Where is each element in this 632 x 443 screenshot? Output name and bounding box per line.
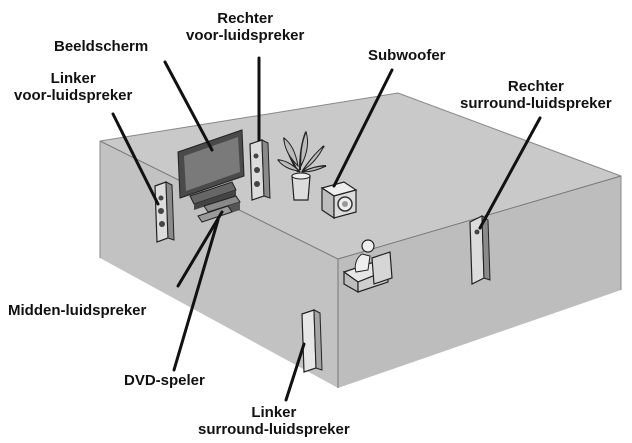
listener-armchair-icon <box>342 239 393 294</box>
label-rechter-voor-line1: Rechter <box>217 10 274 27</box>
leader-lines <box>111 56 542 402</box>
leader-dvd <box>172 218 220 372</box>
leader-linker-voor <box>111 112 160 206</box>
label-linker-surround-line1: Linker <box>251 404 297 421</box>
leader-linker-surround <box>284 342 306 402</box>
label-beeldscherm: Beeldscherm <box>54 38 148 55</box>
label-dvd-speler: DVD-speler <box>124 372 205 389</box>
label-linker-voor-luidspreker: Linker voor-luidspreker <box>14 70 132 104</box>
label-beeldscherm-text: Beeldscherm <box>54 38 149 55</box>
label-linker-surround-luidspreker: Linker surround-luidspreker <box>198 404 350 438</box>
dvd-player-icon <box>197 205 233 223</box>
leader-beeldscherm <box>163 60 214 152</box>
label-dvd-text: DVD-speler <box>124 372 205 389</box>
label-rechter-surround-line2: surround-luidspreker <box>460 95 612 112</box>
label-rechter-voor-line2: voor-luidspreker <box>186 27 305 44</box>
label-subwoofer-text: Subwoofer <box>368 47 446 64</box>
leader-subwoofer <box>332 68 394 188</box>
tv-screen-icon <box>177 129 245 210</box>
right-wall <box>338 176 621 388</box>
front-right-speaker-icon <box>249 139 271 201</box>
plant-icon <box>277 130 327 201</box>
label-midden-text: Midden-luidspreker <box>8 302 147 319</box>
subwoofer-icon <box>320 181 358 220</box>
label-linker-voor-line2: voor-luidspreker <box>14 87 133 104</box>
label-linker-voor-line1: Linker <box>50 70 96 87</box>
rear-left-speaker-icon <box>301 309 323 373</box>
rear-right-speaker-icon <box>469 215 491 285</box>
leader-rechter-surround <box>478 116 542 230</box>
label-linker-surround-line2: surround-luidspreker <box>198 421 350 438</box>
label-midden-luidspreker: Midden-luidspreker <box>8 302 146 319</box>
room <box>99 92 622 388</box>
label-rechter-voor-luidspreker: Rechter voor-luidspreker <box>186 10 304 44</box>
room-outline <box>99 92 622 290</box>
label-subwoofer: Subwoofer <box>368 47 446 64</box>
front-left-speaker-icon <box>154 181 175 243</box>
leader-midden <box>176 210 224 288</box>
label-rechter-surround-luidspreker: Rechter surround-luidspreker <box>460 78 612 112</box>
label-rechter-surround-line1: Rechter <box>507 78 564 95</box>
